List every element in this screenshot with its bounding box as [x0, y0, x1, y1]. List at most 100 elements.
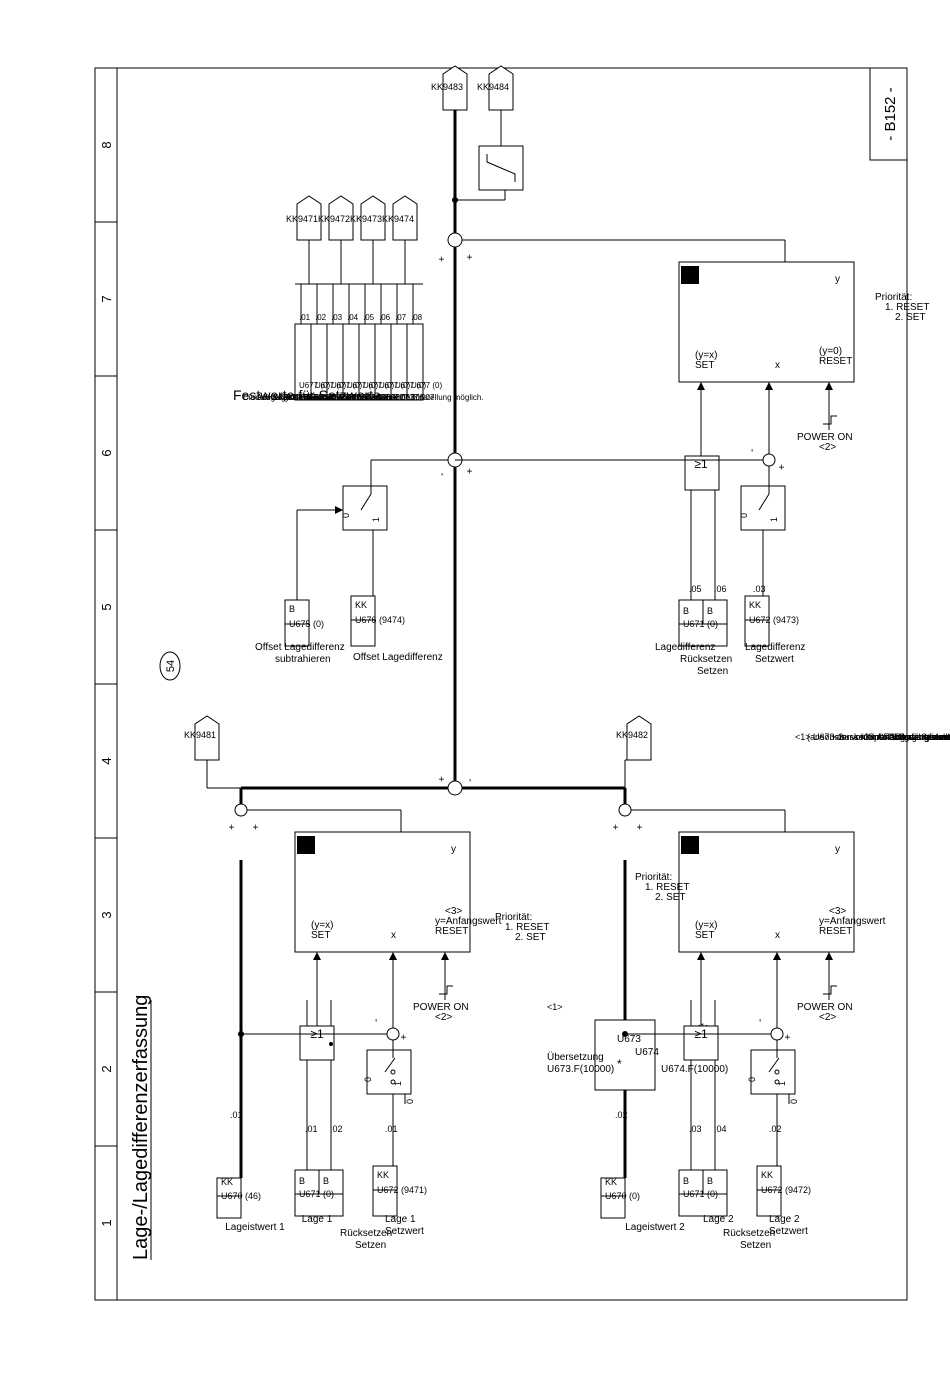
svg-text:U676 (9474): U676 (9474): [355, 615, 405, 625]
svg-text:+: +: [465, 468, 476, 474]
svg-text:(y=x): (y=x): [695, 350, 718, 361]
svg-text:+: +: [227, 824, 238, 830]
svg-text:U672 (9473): U672 (9473): [749, 615, 799, 625]
festwerte-params: U677 (0) U677 (0) U677 (0) U677 (0) U677…: [294, 313, 442, 401]
svg-text:Rücksetzen: Rücksetzen: [723, 1228, 775, 1239]
svg-text:(ansonsten kommt F058 mit Stör: (ansonsten kommt F058 mit Störwert 14): [807, 732, 950, 742]
svg-text:U677 (0): U677 (0): [299, 381, 330, 390]
svg-text:POWER ON: POWER ON: [797, 1002, 853, 1013]
svg-text:-: -: [437, 473, 448, 476]
svg-text:KK9471 = 65536*U677.002 + U677: KK9471 = 65536*U677.002 + U677.001: [263, 393, 405, 402]
svg-text:+: +: [465, 254, 476, 260]
svg-text:.06: .06: [379, 313, 391, 322]
svg-text:U675 (0): U675 (0): [289, 619, 324, 629]
svg-text:subtrahieren: subtrahieren: [275, 654, 331, 665]
svg-text:= 1: Anfangswert wird so geset: = 1: Anfangswert wird so gesetzt, dass K…: [883, 732, 950, 742]
svg-text:(y=x): (y=x): [695, 920, 718, 931]
svg-text:.03: .03: [689, 1124, 702, 1134]
svg-text:-: -: [371, 1019, 382, 1022]
connector-kk9471: [296, 195, 322, 241]
svg-text:Wert annehmen, den sie vor dem: Wert annehmen, den sie vor dem Ausschalt…: [895, 732, 950, 742]
sum-ld: [762, 453, 776, 467]
svg-text:-: -: [747, 449, 758, 452]
svg-text:0: 0: [341, 513, 351, 518]
svg-text:Priorität:: Priorität:: [635, 872, 672, 883]
connector-kk9473: [360, 195, 386, 241]
svg-text:y: y: [835, 844, 840, 855]
svg-text:Rücksetzen: Rücksetzen: [340, 1228, 392, 1239]
svg-text:KK: KK: [377, 1170, 389, 1180]
svg-text:B: B: [707, 1176, 713, 1186]
svg-text:KK9471: KK9471: [286, 214, 318, 224]
svg-text:0: 0: [747, 1077, 757, 1082]
svg-text:Rücksetzen: Rücksetzen: [680, 654, 732, 665]
svg-text:2. SET: 2. SET: [515, 932, 546, 943]
col-3: 3: [99, 911, 114, 918]
svg-text:KK: KK: [221, 1177, 233, 1187]
svg-text:Lage 1: Lage 1: [385, 1214, 416, 1225]
svg-text:.04: .04: [714, 1124, 727, 1134]
connector-kk9474: [392, 195, 418, 241]
svg-text:.02: .02: [769, 1124, 782, 1134]
svg-text:<3>: <3>: [445, 906, 462, 917]
svg-text:Priorität:: Priorität:: [495, 912, 532, 923]
sum-4: [618, 803, 632, 817]
page-id: - B152 -: [882, 87, 899, 140]
switch-ld: [740, 485, 786, 531]
svg-text:KK9473 = 65536*U677.006 + U677: KK9473 = 65536*U677.006 + U677.005: [283, 393, 425, 402]
svg-text:0: 0: [739, 513, 749, 518]
param-u672-1: [372, 1165, 398, 1217]
sum-diff: [447, 780, 463, 796]
param-u676: [350, 595, 376, 647]
page-id-box: [869, 67, 908, 161]
svg-text:y=Anfangswert: y=Anfangswert: [819, 916, 886, 927]
svg-text:U677 (0): U677 (0): [363, 381, 394, 390]
sheet-marker: [159, 651, 181, 681]
svg-text:.07: .07: [395, 313, 407, 322]
svg-text:<2> von Spannungsüberwachung: <2> von Spannungsüberwachung Elektronik-…: [833, 732, 950, 742]
col-5: 5: [99, 603, 114, 610]
sum-3: [770, 1027, 784, 1041]
svg-text:U671 (0): U671 (0): [683, 1189, 718, 1199]
svg-text:Setzwert: Setzwert: [385, 1226, 424, 1237]
svg-text:0: 0: [789, 1099, 799, 1104]
svg-text:1: 1: [371, 517, 381, 522]
svg-text:Setzwert: Setzwert: [769, 1226, 808, 1237]
col-4: 4: [99, 757, 114, 764]
svg-text:<1>: <1>: [547, 1002, 563, 1012]
svg-text:SET: SET: [695, 930, 714, 941]
svg-text:B: B: [323, 1176, 329, 1186]
svg-text:Setzwert: Setzwert: [755, 654, 794, 665]
svg-text:KK9474: KK9474: [382, 214, 414, 224]
switch-1: [366, 1049, 412, 1095]
svg-text:-: -: [465, 779, 476, 782]
svg-text:54: 54: [165, 660, 177, 672]
svg-text:*: *: [617, 1057, 622, 1071]
sum-1: [386, 1027, 400, 1041]
svg-text:U673.F(10000): U673.F(10000): [547, 1064, 614, 1075]
svg-text:<3>: <3>: [829, 906, 846, 917]
svg-text:U673: U673: [617, 1034, 641, 1045]
col-7: 7: [99, 295, 114, 302]
svg-text:SET: SET: [695, 360, 714, 371]
svg-text:KK9482: KK9482: [616, 730, 648, 740]
svg-text:U671 (0): U671 (0): [299, 1189, 334, 1199]
svg-text:x: x: [391, 930, 396, 941]
svg-text:≥1: ≥1: [694, 457, 708, 471]
svg-text:B: B: [683, 1176, 689, 1186]
svg-text:= 0: Anfangswert = 0: = 0: Anfangswert = 0: [871, 732, 950, 742]
svg-text:Setzen: Setzen: [740, 1240, 771, 1251]
svg-text:B: B: [707, 606, 713, 616]
svg-text:+: +: [399, 1034, 410, 1040]
svg-text:B: B: [299, 1176, 305, 1186]
connector-kk9481: [194, 715, 220, 761]
integrator-ld: [678, 261, 855, 383]
svg-text:1. RESET: 1. RESET: [885, 302, 929, 313]
offset-switch: [342, 485, 388, 531]
svg-text:(y=0): (y=0): [819, 346, 842, 357]
param-u670-1: [216, 1177, 242, 1219]
svg-text:2. SET: 2. SET: [895, 312, 926, 323]
svg-text:.04: .04: [347, 313, 359, 322]
svg-text:.05: .05: [363, 313, 375, 322]
svg-text:.01: .01: [299, 313, 311, 322]
